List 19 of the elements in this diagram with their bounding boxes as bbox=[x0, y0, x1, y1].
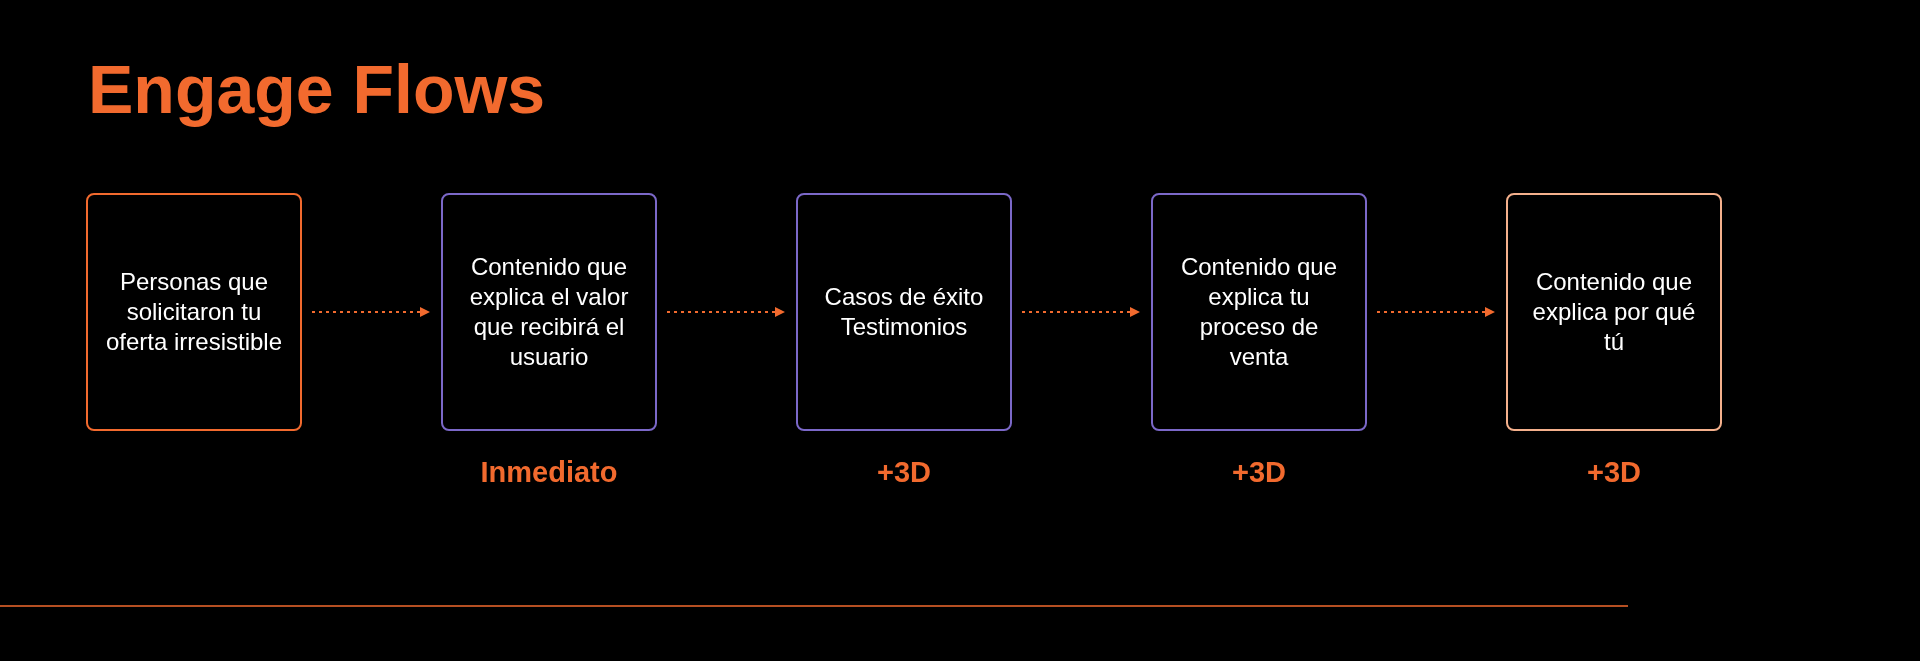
dotted-arrow bbox=[1021, 307, 1140, 317]
process-box bbox=[796, 193, 1012, 431]
dotted-arrow bbox=[311, 307, 430, 317]
process-box bbox=[441, 193, 657, 431]
timing-label: +3D bbox=[1587, 456, 1641, 489]
process-box bbox=[1151, 193, 1367, 431]
box-text: Contenido que explica tu proceso de venta bbox=[1179, 252, 1339, 372]
box-text: Casos de éxito Testimonios bbox=[823, 282, 985, 342]
title: Engage Flows bbox=[88, 52, 546, 127]
process-box bbox=[1506, 193, 1722, 431]
box-text: Contenido que explica el valor que recibirá el usuario bbox=[468, 252, 630, 372]
timing-label: +3D bbox=[877, 456, 931, 489]
timing-label: Inmediato bbox=[480, 456, 618, 489]
timing-label: +3D bbox=[1232, 456, 1286, 489]
box-text: Personas que solicitaron tu oferta irresistible bbox=[104, 267, 284, 357]
box-text: Contenido que explica por qué tú bbox=[1531, 267, 1697, 357]
process-box bbox=[86, 193, 302, 431]
dotted-arrow bbox=[666, 307, 785, 317]
dotted-arrow bbox=[1376, 307, 1495, 317]
